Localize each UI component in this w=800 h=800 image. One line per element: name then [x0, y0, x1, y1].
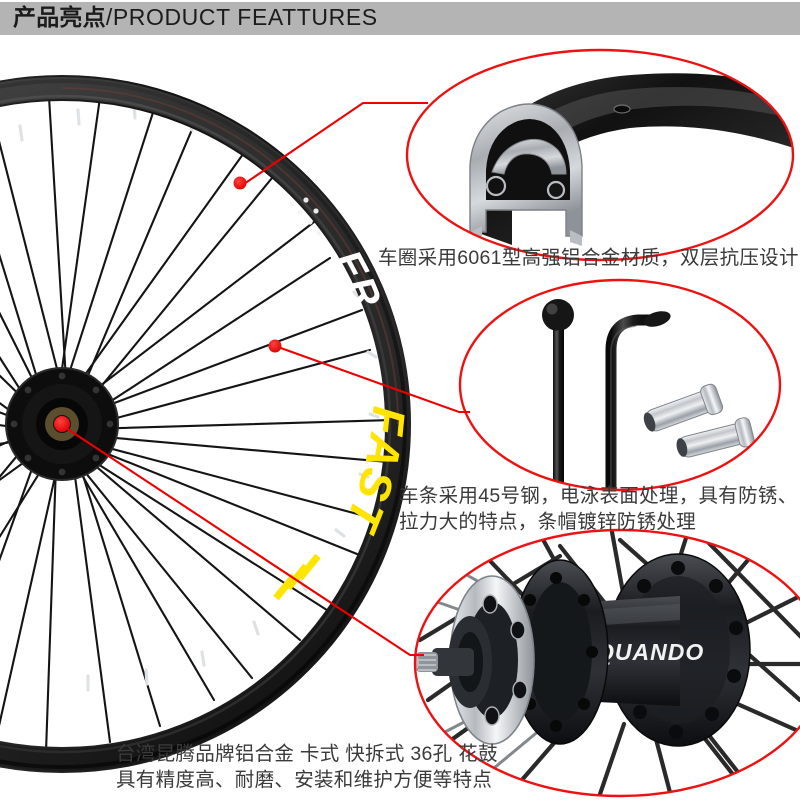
callout-pointer-rim [243, 101, 428, 185]
spoke-straight-pull [542, 299, 574, 490]
page-title-en: PRODUCT FEATTURES [112, 4, 378, 30]
callout-pointer-hub [65, 427, 424, 657]
spoke-nipple-pair [643, 383, 755, 458]
hub-brand-label: QUANDO [596, 639, 704, 665]
page-title-cn: 产品亮点 [13, 4, 106, 30]
callout-hub-assembly: QUANDO [54, 416, 800, 798]
rim-cross-section-face [469, 103, 583, 246]
callout-pointer-spokes [277, 346, 470, 414]
page-title: 产品亮点/PRODUCT FEATTURES [13, 4, 378, 31]
caption-rim-cross-section: 车圈采用6061型高强铝合金材质，双层抗压设计 [378, 247, 799, 269]
marker-dot-hub [54, 416, 70, 432]
wheel-spokes [0, 78, 394, 754]
caption-hub-assembly: 台湾昆腾品牌铝合金 卡式 快拆式 36孔 花鼓 具有精度高、耐磨、安装和维护方便… [116, 743, 498, 791]
marker-dot-rim [233, 176, 247, 190]
rim-decal-stripes [273, 553, 321, 601]
callout-ellipse-hub [413, 528, 800, 798]
header-banner [0, 2, 800, 35]
callout-ellipse-spokes [458, 278, 782, 492]
page-title-separator: / [105, 4, 113, 30]
bicycle-wheel-graphic: ER FAST [0, 75, 415, 773]
spoke-j-bend [605, 311, 671, 490]
caption-spokes-nipples: 车条采用45号钢，电泳表面处理，具有防锈、 拉力大的特点，条帽镀锌防锈处理 [399, 485, 798, 533]
callout-spokes-nipples [268, 278, 782, 492]
callout-rim-cross-section [233, 48, 795, 262]
wheel-rim-brake-surface [61, 87, 399, 425]
rim-decal-marks [289, 197, 322, 236]
callout-ellipse-rim [405, 48, 795, 262]
marker-dot-spokes [268, 339, 282, 353]
